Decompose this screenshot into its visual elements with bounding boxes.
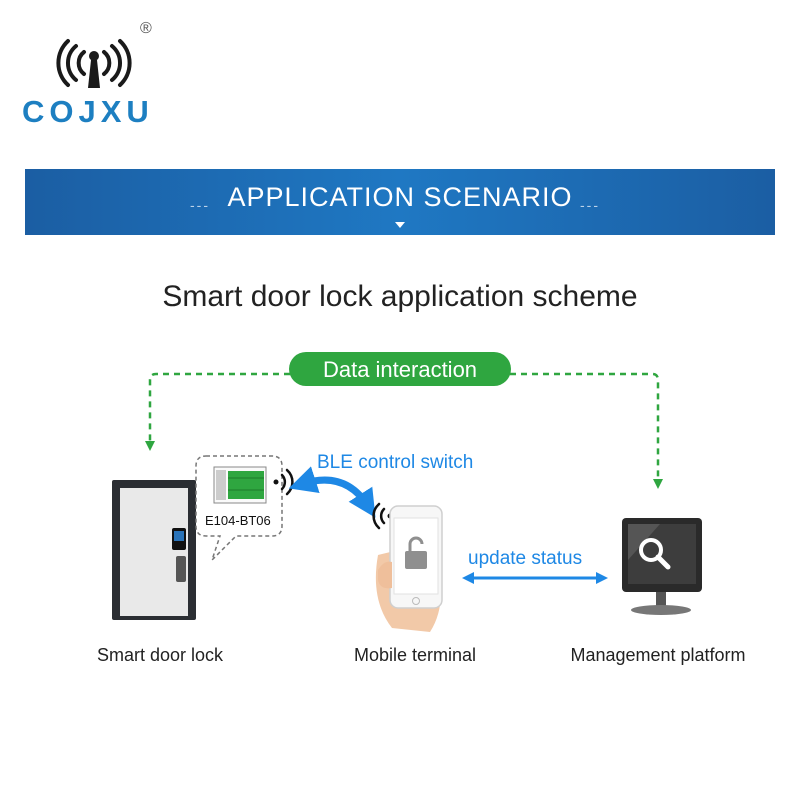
update-status-label: update status bbox=[468, 548, 583, 569]
node-label-platform: Management platform bbox=[570, 645, 746, 665]
node-label-mobile: Mobile terminal bbox=[353, 645, 477, 665]
ble-arrow bbox=[288, 466, 376, 518]
scheme-title: Smart door lock application scheme bbox=[162, 280, 638, 313]
banner-title: APPLICATION SCENARIO bbox=[227, 182, 573, 212]
monitor-search-icon bbox=[622, 518, 702, 615]
wireless-tower-icon bbox=[56, 39, 132, 88]
smart-door-icon bbox=[112, 480, 196, 620]
section-banner: --- APPLICATION SCENARIO --- bbox=[25, 169, 775, 235]
ble-label: BLE control switch bbox=[317, 452, 474, 473]
data-interaction-pill: Data interaction bbox=[289, 352, 511, 386]
mobile-phone-icon bbox=[375, 505, 443, 632]
registered-mark: ® bbox=[140, 20, 152, 37]
brand-logo bbox=[48, 38, 140, 90]
node-label-door: Smart door lock bbox=[96, 645, 224, 665]
module-bubble bbox=[195, 455, 283, 561]
data-line-left bbox=[145, 372, 290, 451]
banner-dashes-right: --- bbox=[580, 197, 600, 213]
brand-name: COJXU bbox=[22, 94, 154, 129]
banner-dashes-left: --- bbox=[190, 197, 210, 213]
data-line-right bbox=[510, 372, 663, 489]
caret-down-icon bbox=[395, 222, 405, 228]
data-interaction-label: Data interaction bbox=[322, 357, 478, 382]
module-label: E104-BT06 bbox=[205, 513, 271, 528]
